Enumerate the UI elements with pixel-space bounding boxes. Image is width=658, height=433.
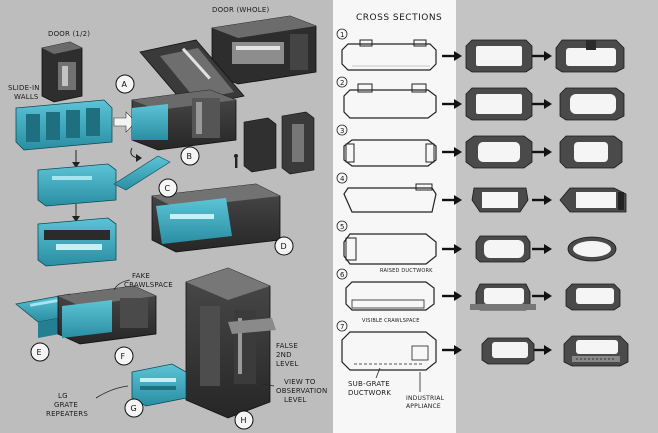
piece-g xyxy=(131,363,187,407)
svg-text:C: C xyxy=(165,184,171,193)
section-render-7a xyxy=(481,337,535,365)
section-render-5a xyxy=(475,235,531,263)
pointer-line xyxy=(113,279,131,291)
section-render-1a xyxy=(465,39,533,73)
fake-crawlspace-label-2: CRAWLSPACE xyxy=(124,281,173,289)
view-obs-label-1: VIEW TO xyxy=(284,378,316,386)
teal-wall-piece-3 xyxy=(37,217,117,267)
insert-arrow-icon xyxy=(113,111,137,133)
pointer-line xyxy=(95,385,129,399)
lg-grate-label-3: REPEATERS xyxy=(46,410,88,418)
section-render-2b xyxy=(559,87,625,121)
section-render-6a xyxy=(470,283,536,311)
section-render-6b xyxy=(565,283,621,311)
svg-text:H: H xyxy=(241,416,247,425)
svg-text:G: G xyxy=(131,404,137,413)
section-sketch-4 xyxy=(343,183,437,213)
lg-grate-label-2: GRATE xyxy=(54,401,78,409)
pointer-line xyxy=(261,383,275,387)
door-half-piece xyxy=(41,41,83,103)
svg-text:1: 1 xyxy=(340,31,345,39)
svg-text:E: E xyxy=(37,348,42,357)
section-render-3b xyxy=(559,135,623,169)
callout-b: B xyxy=(180,146,200,166)
section-render-2a xyxy=(465,87,533,121)
piece-d xyxy=(151,183,281,253)
door-half-label: DOOR (1/2) xyxy=(48,30,90,38)
view-obs-label-3: LEVEL xyxy=(284,396,306,404)
industrial-label-1: INDUSTRIAL xyxy=(406,395,445,402)
piece-h xyxy=(185,267,276,419)
raised-ductwork-label: RAISED DUCTWORK xyxy=(380,268,433,274)
section-sketch-6 xyxy=(345,281,435,311)
row-number-2: 2 xyxy=(336,76,348,88)
svg-text:2: 2 xyxy=(340,79,345,87)
slide-in-label-1: SLIDE-IN xyxy=(8,84,40,92)
callout-d: D xyxy=(274,236,294,256)
svg-text:5: 5 xyxy=(340,223,345,231)
false-2nd-label-3: LEVEL xyxy=(276,360,298,368)
cross-sections-title: CROSS SECTIONS xyxy=(356,13,442,23)
svg-text:6: 6 xyxy=(340,271,345,279)
svg-text:D: D xyxy=(281,242,287,251)
section-render-4a xyxy=(471,187,529,213)
false-2nd-label-2: 2ND xyxy=(276,351,292,359)
svg-text:7: 7 xyxy=(340,323,345,331)
pointer-line xyxy=(375,367,381,379)
callout-a: A xyxy=(115,74,135,94)
down-arrow-icon xyxy=(72,150,80,222)
section-render-4b xyxy=(559,187,627,213)
door-whole-piece xyxy=(211,15,317,85)
svg-text:A: A xyxy=(122,80,128,89)
callout-c: C xyxy=(158,178,178,198)
callout-g: G xyxy=(124,398,144,418)
teal-wall-piece-2 xyxy=(37,163,117,207)
piece-b xyxy=(131,89,237,151)
sub-grate-label-2: DUCTWORK xyxy=(348,389,391,397)
row-number-4: 4 xyxy=(336,172,348,184)
section-render-7b xyxy=(563,335,629,367)
section-render-5b xyxy=(567,236,617,262)
slide-in-label-2: WALLS xyxy=(14,93,39,101)
visible-crawlspace-label: VISIBLE CRAWLSPACE xyxy=(362,318,420,324)
arrow-right-icon xyxy=(442,51,462,355)
row-number-6: 6 xyxy=(336,268,348,280)
callout-h: H xyxy=(234,410,254,430)
row-number-3: 3 xyxy=(336,124,348,136)
industrial-label-2: APPLIANCE xyxy=(406,403,441,410)
arrow-to-c-icon xyxy=(130,147,142,162)
svg-text:3: 3 xyxy=(340,127,345,135)
fake-crawlspace-label-1: FAKE xyxy=(132,272,150,280)
section-render-1b xyxy=(555,39,625,73)
svg-text:F: F xyxy=(121,352,126,361)
view-obs-label-2: OBSERVATION xyxy=(276,387,327,395)
wall-piece xyxy=(243,111,315,175)
row-number-5: 5 xyxy=(336,220,348,232)
section-sketch-1 xyxy=(341,39,437,71)
section-sketch-2 xyxy=(343,83,437,119)
row-number-7: 7 xyxy=(336,320,348,332)
slide-in-walls-piece xyxy=(15,99,113,151)
scale-figure xyxy=(234,154,238,168)
callout-f: F xyxy=(114,346,134,366)
piece-f xyxy=(57,285,157,345)
section-render-3a xyxy=(465,135,533,169)
door-whole-label: DOOR (WHOLE) xyxy=(212,6,269,14)
section-sketch-3 xyxy=(343,139,437,167)
section-sketch-7 xyxy=(341,331,437,371)
svg-text:B: B xyxy=(187,152,193,161)
section-sketch-5 xyxy=(343,233,437,265)
false-2nd-label-1: FALSE xyxy=(276,342,298,350)
sub-grate-label-1: SUB-GRATE xyxy=(348,380,390,388)
piece-c xyxy=(113,155,171,191)
piece-a xyxy=(139,39,245,109)
lg-grate-label-1: LG xyxy=(58,392,68,400)
row-number-1: 1 xyxy=(336,28,348,40)
callout-e: E xyxy=(30,342,50,362)
arrow-right-icon xyxy=(532,51,552,355)
svg-text:4: 4 xyxy=(340,175,345,183)
